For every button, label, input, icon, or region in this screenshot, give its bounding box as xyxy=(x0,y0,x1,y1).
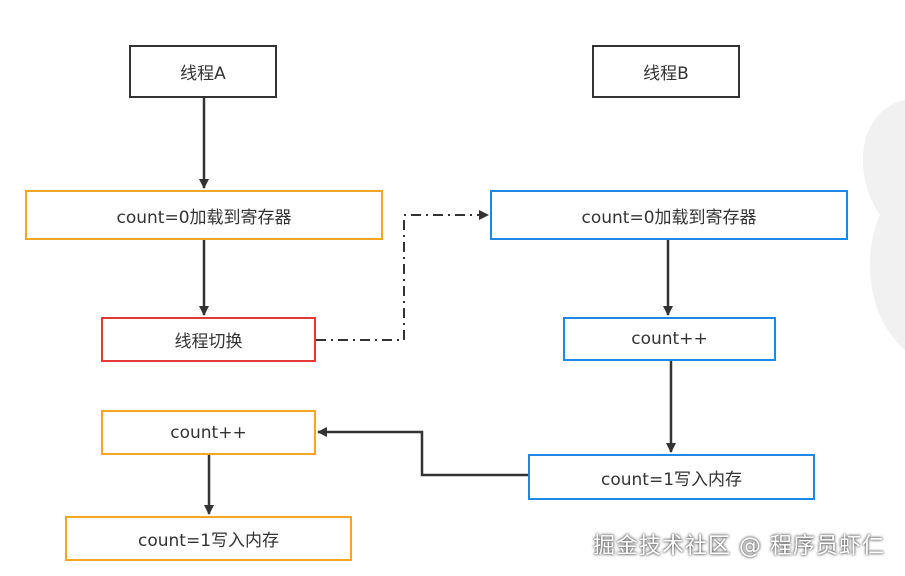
watermark-text: 掘金技术社区 @ 程序员虾仁 xyxy=(593,534,885,559)
thread-a-box: 线程A xyxy=(129,45,277,98)
thread-a-write-box: count=1写入内存 xyxy=(65,516,352,561)
thread-a-load-box: count=0加载到寄存器 xyxy=(25,190,383,240)
thread-b-write-box: count=1写入内存 xyxy=(528,454,815,500)
thread-b-load-box: count=0加载到寄存器 xyxy=(490,190,848,240)
arrow-writeB-to-incrA xyxy=(317,427,528,477)
thread-switch-box: 线程切换 xyxy=(101,317,316,362)
arrow-switch-to-loadB xyxy=(316,210,489,341)
thread-b-box: 线程B xyxy=(592,45,740,98)
thread-b-increment-box: count++ xyxy=(563,317,776,361)
background-swirl-shape xyxy=(862,100,905,350)
thread-a-increment-box: count++ xyxy=(101,410,316,455)
